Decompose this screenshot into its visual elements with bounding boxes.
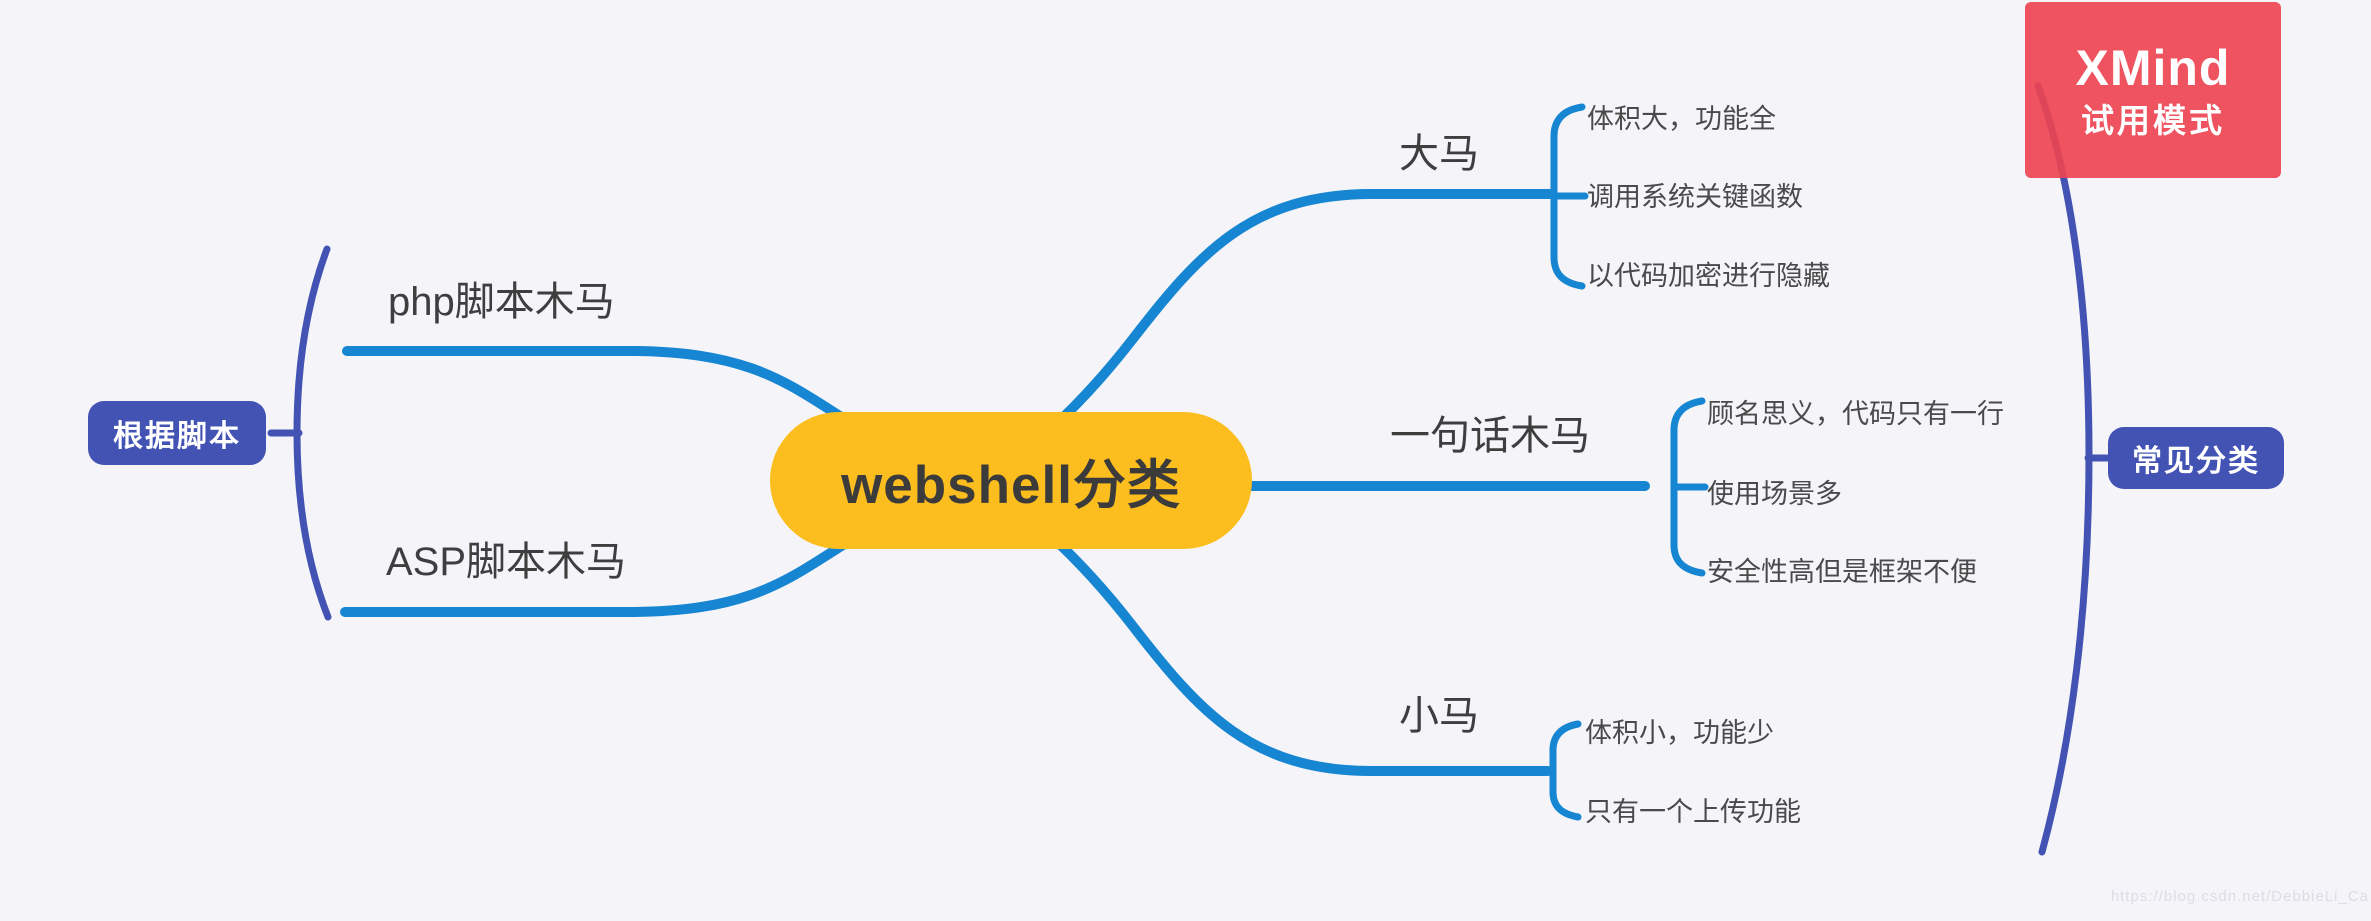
bracket-xiaoma-children: [1549, 720, 1582, 821]
xmind-trial-badge[interactable]: XMind 试用模式: [2025, 2, 2281, 178]
subtopic-dama-3[interactable]: 以代码加密进行隐藏: [1587, 260, 1830, 292]
summary-badge-left[interactable]: 根据脚本: [88, 401, 266, 465]
brace-right-group: [2034, 82, 2111, 856]
subtopic-dama-1[interactable]: 体积大，功能全: [1587, 103, 1776, 135]
bracket-dama-children: [1550, 103, 1589, 290]
xmind-trial-mode-text: 试用模式: [2081, 102, 2225, 139]
branch-xiaoma[interactable]: 小马: [1399, 692, 1479, 740]
brace-left-group: [267, 245, 332, 621]
subtopic-xiaoma-2-label: 只有一个上传功能: [1585, 797, 1801, 827]
watermark-url: https://blog.csdn.net/DebbieLi_Ca: [2110, 888, 2369, 905]
root-topic-label: webshell分类: [841, 455, 1181, 515]
subtopic-xiaoma-1-label: 体积小，功能少: [1585, 718, 1774, 748]
subtopic-yijuhua-1[interactable]: 顾名思义，代码只有一行: [1707, 398, 2004, 430]
branch-dama-label: 大马: [1399, 132, 1479, 176]
xmind-logo-text: XMind: [2075, 40, 2231, 96]
subtopic-dama-2[interactable]: 调用系统关键函数: [1587, 181, 1803, 213]
branch-asp[interactable]: ASP脚本木马: [386, 538, 626, 586]
branch-asp-label: ASP脚本木马: [386, 540, 627, 584]
subtopic-xiaoma-2[interactable]: 只有一个上传功能: [1585, 796, 1801, 828]
branch-yijuhua[interactable]: 一句话木马: [1390, 412, 1590, 460]
summary-badge-right-label: 常见分类: [2132, 445, 2260, 478]
branch-yijuhua-label: 一句话木马: [1390, 414, 1590, 458]
subtopic-yijuhua-3[interactable]: 安全性高但是框架不便: [1707, 556, 1977, 588]
summary-badge-right[interactable]: 常见分类: [2108, 427, 2284, 489]
subtopic-dama-2-label: 调用系统关键函数: [1587, 182, 1803, 212]
subtopic-yijuhua-2[interactable]: 使用场景多: [1707, 478, 1842, 510]
branch-line-dama: [1047, 189, 1555, 433]
summary-badge-left-label: 根据脚本: [113, 420, 241, 453]
branch-dama[interactable]: 大马: [1399, 130, 1479, 178]
branch-php-label: php脚本木马: [388, 280, 615, 324]
branch-line-xiaoma: [1047, 532, 1553, 776]
subtopic-yijuhua-2-label: 使用场景多: [1707, 479, 1842, 509]
subtopic-yijuhua-1-label: 顾名思义，代码只有一行: [1707, 399, 2004, 429]
bracket-yijuhua-children: [1670, 397, 1709, 577]
branch-xiaoma-label: 小马: [1399, 694, 1479, 738]
root-topic[interactable]: webshell分类: [770, 412, 1252, 549]
branch-php[interactable]: php脚本木马: [388, 278, 615, 326]
subtopic-yijuhua-3-label: 安全性高但是框架不便: [1707, 557, 1977, 587]
subtopic-xiaoma-1[interactable]: 体积小，功能少: [1585, 717, 1774, 749]
subtopic-dama-1-label: 体积大，功能全: [1587, 104, 1776, 134]
subtopic-dama-3-label: 以代码加密进行隐藏: [1587, 261, 1830, 291]
